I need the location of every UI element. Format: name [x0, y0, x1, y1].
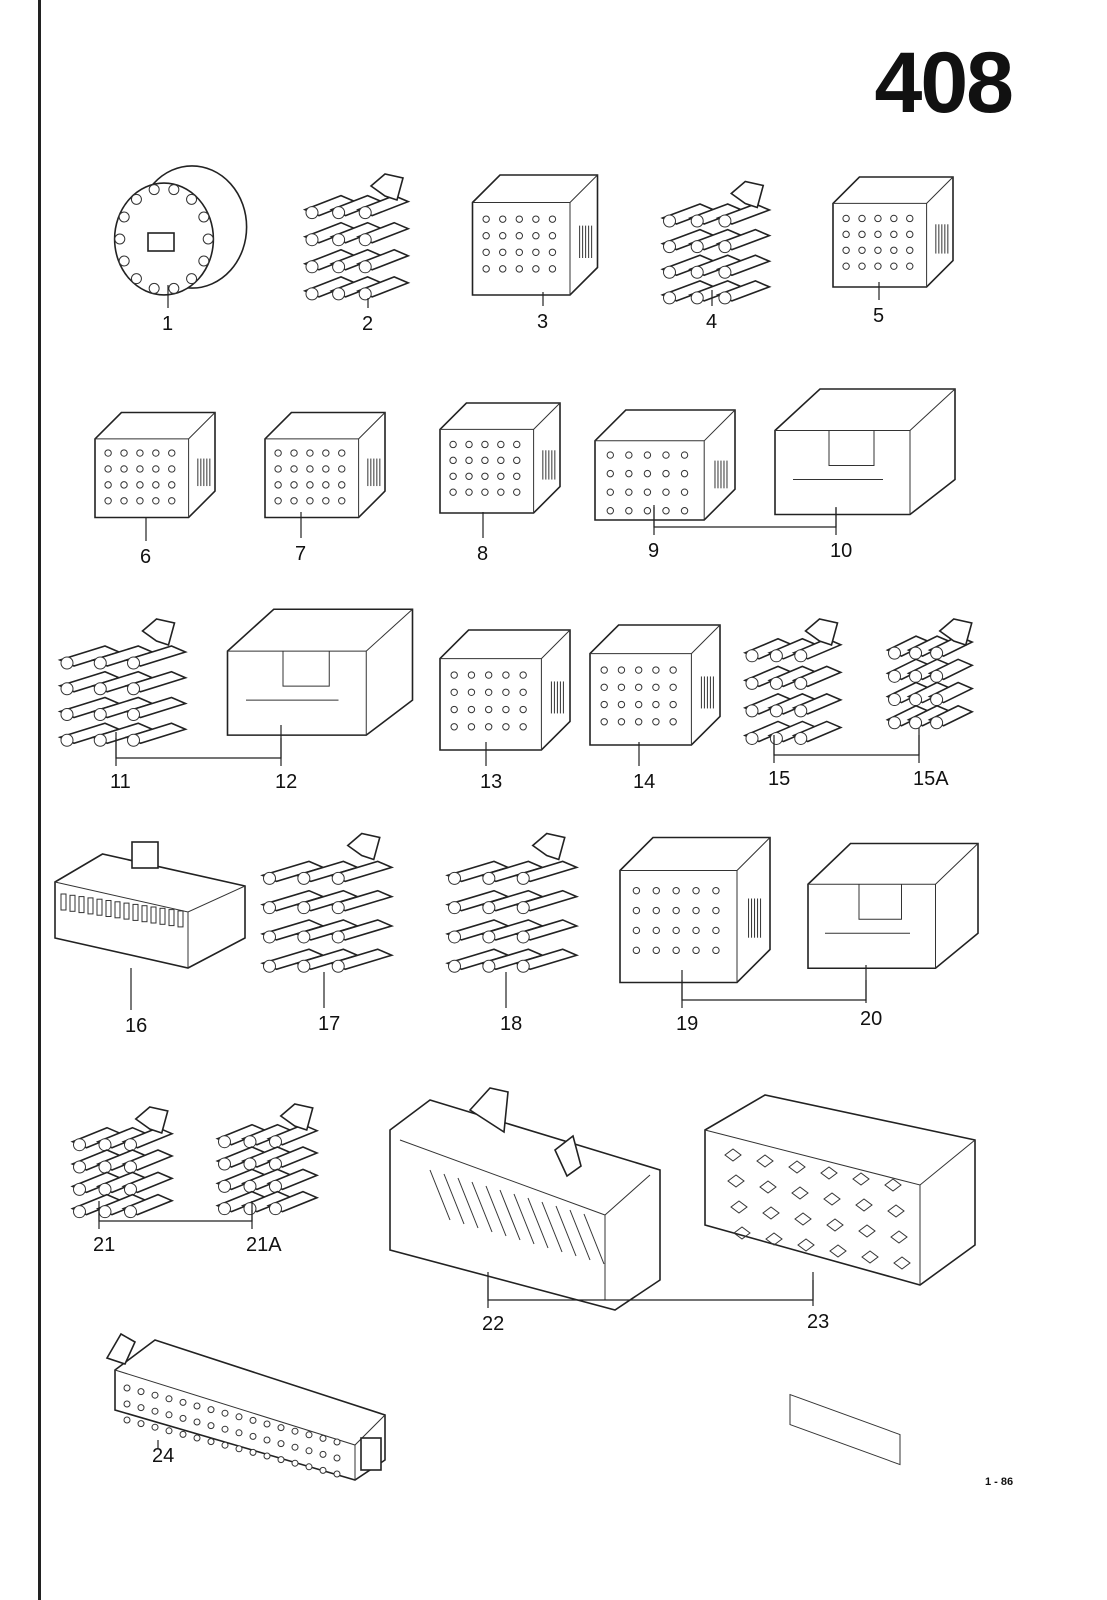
connector-part-18: 18: [445, 832, 580, 1035]
connector-part-15a: 15A: [885, 618, 975, 790]
part-label-13: 13: [480, 771, 502, 793]
connector-part-21a: 21A: [215, 1103, 320, 1256]
part-label-22: 22: [482, 1313, 504, 1335]
part-label-9: 9: [648, 540, 659, 562]
part-label-6: 6: [140, 546, 151, 568]
connector-part-2: 2: [302, 173, 411, 335]
pair-bracket-11-12: [115, 738, 282, 759]
pair-bracket-9-10: [653, 507, 837, 528]
part-label-7: 7: [295, 543, 306, 565]
part-label-17: 17: [318, 1013, 340, 1035]
connector-part-11: 11: [57, 618, 188, 793]
connector-part-21: 21: [70, 1106, 175, 1256]
part-label-21: 21: [93, 1234, 115, 1256]
connector-part-13: 13: [439, 629, 571, 793]
binding-edge: [38, 0, 41, 1600]
part-label-21a: 21A: [246, 1234, 282, 1256]
connector-part-1: 1: [113, 165, 248, 335]
part-label-14: 14: [633, 771, 655, 793]
connector-part-5: 5: [832, 176, 954, 327]
page-number: 408: [874, 35, 1014, 131]
pair-bracket-19-20: [681, 980, 867, 1001]
connector-part-24: 24: [105, 1332, 386, 1481]
connector-part-17: 17: [260, 832, 395, 1035]
part-label-15: 15: [768, 768, 790, 790]
part-label-1: 1: [162, 313, 173, 335]
connector-part-14: 14: [589, 624, 721, 793]
connector-part-20: 20: [807, 842, 979, 1030]
part-label-11: 11: [110, 771, 131, 793]
connector-part-3: 3: [471, 174, 599, 333]
connector-part-19: 19: [619, 836, 771, 1035]
part-label-12: 12: [275, 771, 297, 793]
part-label-3: 3: [537, 311, 548, 333]
part-label-18: 18: [500, 1013, 522, 1035]
part-label-4: 4: [706, 311, 717, 333]
connector-part-22: 22: [389, 1087, 661, 1335]
connector-part-23: 23: [704, 1094, 976, 1466]
connector-part-16: 16: [54, 841, 246, 1037]
connector-part-15: 15: [742, 618, 843, 790]
connector-part-9: 9: [594, 409, 736, 562]
part-label-20: 20: [860, 1008, 882, 1030]
pair-bracket-21-21a: [98, 1201, 253, 1222]
part-label-10: 10: [830, 540, 852, 562]
part-label-15a: 15A: [913, 768, 949, 790]
part-label-16: 16: [125, 1015, 147, 1037]
part-label-23: 23: [807, 1311, 829, 1333]
connector-part-7: 7: [264, 411, 386, 565]
part-label-8: 8: [477, 543, 488, 565]
pair-bracket-15-15a: [773, 735, 920, 756]
connector-part-10: 10: [774, 388, 956, 562]
part-label-19: 19: [676, 1013, 698, 1035]
footer-code: 1 - 86: [985, 1476, 1014, 1488]
pair-bracket-22-23: [487, 1280, 814, 1301]
connector-part-6: 6: [94, 411, 216, 568]
connector-part-8: 8: [439, 402, 561, 565]
part-label-5: 5: [873, 305, 884, 327]
connector-part-4: 4: [660, 180, 772, 333]
connector-part-12: 12: [226, 608, 414, 793]
part-label-24: 24: [152, 1445, 174, 1467]
part-label-2: 2: [362, 313, 373, 335]
